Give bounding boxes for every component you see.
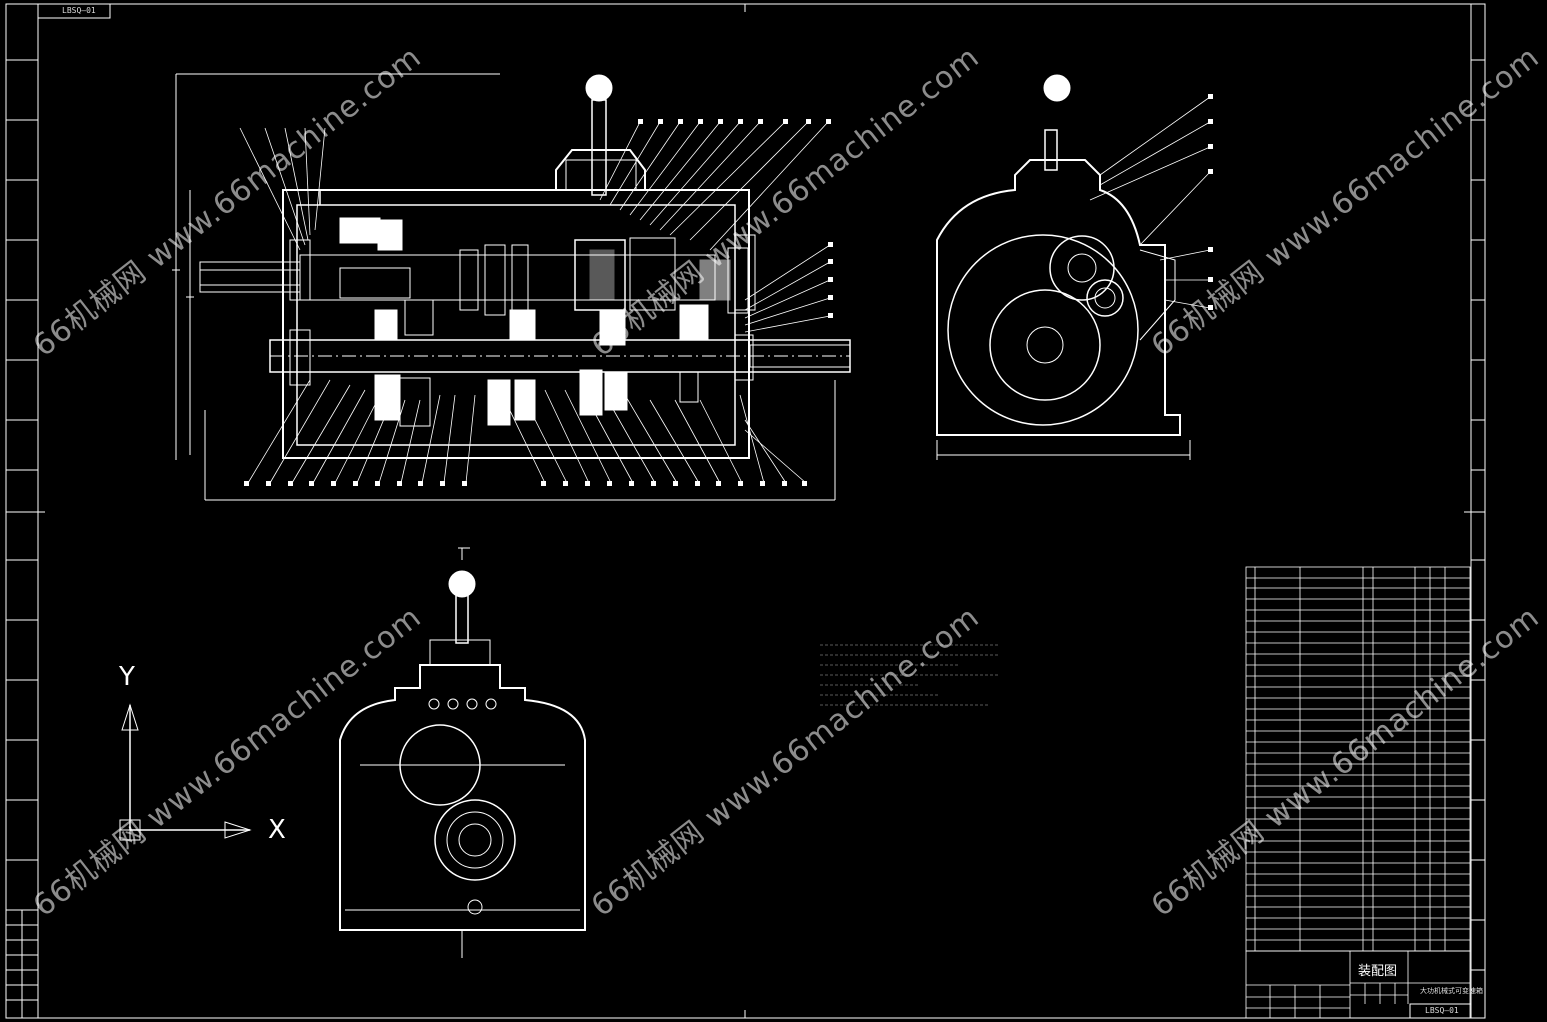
side-section-view: [936, 74, 1213, 460]
drawing-code-bottom: LBSQ—01: [1425, 1006, 1459, 1015]
front-section-view: [172, 73, 851, 501]
title-block-main-title: 装配图: [1358, 964, 1398, 979]
y-axis-label: Y: [119, 662, 135, 692]
technical-notes: [820, 644, 1000, 706]
title-block: [1245, 950, 1471, 1019]
cad-linework: [5, 3, 1486, 1019]
drawing-code-box-top: [37, 3, 111, 19]
end-view: [339, 547, 586, 958]
left-zone-marks: [6, 59, 38, 1018]
outer-border: [5, 3, 1486, 1019]
x-axis-label: X: [268, 815, 286, 845]
ucs-axis-icon: [119, 703, 252, 841]
title-block-part-name: 大功机械式可变速箱: [1420, 987, 1483, 995]
parts-list-table: [1245, 566, 1471, 952]
drawing-code-top: LBSQ—01: [62, 6, 96, 15]
inner-border: [37, 3, 1472, 1019]
cad-drawing-canvas: LBSQ—01 LBSQ—01 Y X 装配图 大功机械式可变速箱 66机械网 …: [5, 3, 1547, 1019]
right-zone-marks: [1471, 59, 1485, 971]
